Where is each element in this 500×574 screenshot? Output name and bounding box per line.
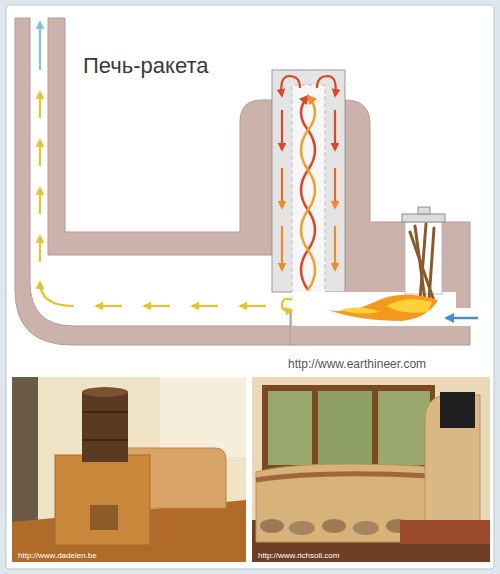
photo-cob-stove <box>12 377 246 562</box>
source-url: http://www.earthineer.com <box>288 358 426 372</box>
flue-gas-arrow <box>39 140 41 166</box>
feed-tube <box>418 207 430 214</box>
photo-cob-bench <box>256 474 430 480</box>
photo-cob-stove <box>82 392 128 462</box>
photo-cob-stove <box>90 505 118 530</box>
exhaust-arrow <box>40 22 41 70</box>
flue-gas-arrow <box>144 305 170 307</box>
photo-cob-bench <box>252 377 490 562</box>
photo-cob-stove <box>82 439 128 441</box>
cob-wall <box>15 18 470 345</box>
photo-cob-bench <box>260 519 284 533</box>
barrel-gas-arrow <box>281 168 283 208</box>
cob-wall <box>48 18 272 255</box>
flue-gas-arrow <box>39 236 41 262</box>
flue-gas-arrow <box>192 305 218 307</box>
flue-gas-arrow <box>40 282 74 306</box>
burn-tunnel <box>292 292 471 326</box>
photo-cob-bench <box>268 391 312 465</box>
barrel-gas-arrow <box>334 226 336 270</box>
photo-cob-stove <box>160 377 246 457</box>
picture-frame <box>6 5 494 569</box>
cob-wall <box>15 18 292 345</box>
photo-cob-bench <box>289 521 315 535</box>
photo-cob-bench <box>353 521 379 535</box>
riser-gas-spiral <box>301 96 315 290</box>
photo-cob-bench <box>322 519 346 533</box>
photo-cob-stove <box>82 387 128 397</box>
flue-gas-arrow <box>39 188 41 214</box>
barrel-gas-arrow <box>317 76 336 96</box>
firewood <box>410 232 433 298</box>
air-inlet-arrow <box>446 318 478 319</box>
heat-riser <box>292 85 325 300</box>
photo-cob-bench <box>252 377 490 562</box>
barrel-gas-arrow <box>334 168 336 208</box>
photo-cob-bench <box>440 392 475 428</box>
photo-cob-stove <box>12 377 246 562</box>
flue-gas-arrow <box>282 299 292 311</box>
flame <box>328 295 438 321</box>
flame <box>328 295 438 321</box>
flue-gas-arrow <box>240 305 266 307</box>
barrel-gas-arrow <box>334 110 336 150</box>
photo-cob-bench <box>318 391 372 465</box>
barrel-gas-arrow <box>281 76 300 96</box>
flame <box>386 299 432 312</box>
photo-cob-bench <box>400 520 490 544</box>
photo-cob-stove <box>55 455 150 545</box>
photo-cob-stove <box>82 411 128 413</box>
feed-tube <box>402 214 445 222</box>
flue-gas-arrow <box>96 305 122 307</box>
flue-gas-arrow <box>39 92 41 118</box>
photo-cob-bench <box>378 391 430 465</box>
barrel-gas-arrow <box>281 226 283 270</box>
barrel-gas-arrow <box>281 110 283 150</box>
heat-riser <box>292 85 325 300</box>
photo-watermark: http://www.richsoil.com <box>258 551 339 560</box>
flame <box>340 307 380 313</box>
flue-gas-arrow <box>40 92 292 311</box>
air-inlet-arrow <box>446 317 478 320</box>
firewood <box>410 224 434 300</box>
diagram-title: Печь-ракета <box>83 53 208 78</box>
photo-cob-bench <box>262 385 435 471</box>
photo-watermark: http://www.dadelen.be <box>18 551 97 560</box>
riser-gas-spiral <box>301 96 315 290</box>
exhaust-arrow <box>39 22 41 70</box>
riser-gas-spiral <box>301 96 315 290</box>
barrel-gas-arrow <box>281 76 335 270</box>
